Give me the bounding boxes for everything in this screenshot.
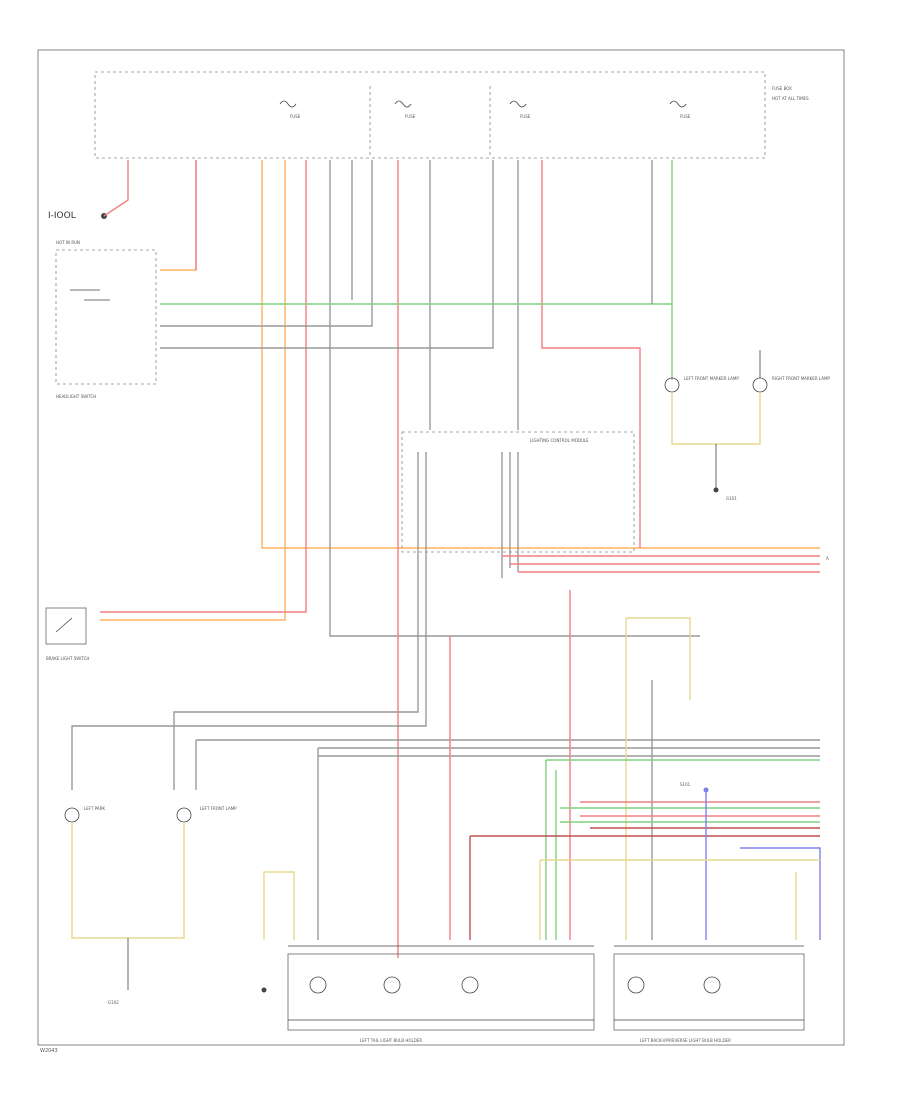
- fuse-1: FUSE: [279, 100, 301, 119]
- wire-blue-bus: [740, 847, 821, 940]
- wire-gray-1: [329, 160, 700, 637]
- lighting-module-label: LIGHTING CONTROL MODULE: [530, 438, 589, 443]
- switch-contacts: [70, 289, 110, 301]
- wire-orange-brake: [100, 160, 286, 621]
- hot-label: HOT AT ALL TIMES: [772, 96, 809, 101]
- splice-label: S101: [680, 782, 691, 787]
- left-bulb-holder-box: [287, 953, 595, 1031]
- battery-code: I-IOOL: [48, 211, 76, 221]
- wire-switch-feed: [160, 160, 197, 271]
- wire-gray-lower-1: [173, 568, 419, 790]
- left-front-bulb: [176, 807, 192, 823]
- battery-wire: [103, 160, 129, 217]
- left-bracket-ground: [261, 987, 267, 993]
- headlight-switch-label: HEADLIGHT SWITCH: [56, 394, 96, 399]
- wire-green-bus: [560, 807, 820, 823]
- left-bulb-holder-label: LEFT TAIL LIGHT BULB HOLDER: [360, 1038, 422, 1043]
- headlight-switch-top-label: HOT IN RUN: [56, 240, 80, 245]
- reverse-bulb-2: [703, 976, 721, 994]
- wire-green-main: [160, 160, 673, 305]
- fuse-box-dividers: [369, 86, 491, 158]
- left-front-label: LEFT FRONT LAMP: [200, 806, 237, 811]
- rf-lamp-bulb: [752, 377, 768, 393]
- ground-label-2: G102: [108, 1000, 119, 1005]
- fuse-3: FUSE: [509, 100, 531, 119]
- fuse-box-label: FUSE BOX: [772, 86, 792, 91]
- wire-gray-lower-2: [71, 568, 427, 790]
- tail-bulb-1: [309, 976, 327, 994]
- wire-gray-4: [160, 160, 494, 349]
- rf-lamp-label: RIGHT FRONT MARKER LAMP: [772, 376, 830, 381]
- right-bulb-holder-label: LEFT BACK-UP/REVERSE LIGHT BULB HOLDER: [640, 1038, 731, 1043]
- brake-switch-contact: [55, 617, 73, 633]
- ground-label-1: G101: [726, 496, 737, 501]
- wire-yellow-right: [626, 617, 691, 700]
- wire-gray-lower-bus: [196, 739, 820, 757]
- fuse-2: FUSE: [394, 100, 416, 119]
- wire-red-bus-2: [580, 801, 820, 817]
- fuse-4: FUSE: [669, 100, 691, 119]
- splice-point: [703, 787, 709, 793]
- left-park-label: LEFT PARK: [84, 806, 105, 811]
- lf-lamp-bulb: [664, 377, 680, 393]
- wire-yellow-bracket: [263, 871, 295, 940]
- tail-bulb-2: [383, 976, 401, 994]
- fuse-3-label: FUSE: [520, 114, 531, 119]
- fuse-box: [94, 71, 766, 159]
- footer-code: W2043: [40, 1048, 58, 1054]
- wire-red-right: [541, 160, 641, 548]
- fuse-4-label: FUSE: [680, 114, 691, 119]
- fuse-2-label: FUSE: [405, 114, 416, 119]
- front-ground-point: [713, 487, 719, 493]
- wire-gray-3: [160, 160, 373, 327]
- right-bulb-holder-box: [613, 953, 805, 1031]
- brake-switch-box: [45, 607, 87, 645]
- wire-orange-main: [261, 160, 820, 549]
- reverse-bulb-1: [627, 976, 645, 994]
- wire-red-brake: [100, 160, 307, 613]
- wire-yellow-left-ground: [71, 822, 185, 939]
- wire-red-right-bus: [502, 555, 820, 573]
- diagram-frame: [37, 49, 845, 1046]
- brake-switch-label: BRAKE LIGHT SWITCH: [46, 656, 89, 661]
- left-park-bulb: [64, 807, 80, 823]
- wire-yellow-bus: [539, 859, 820, 940]
- wire-yellow-front-ground: [671, 392, 761, 445]
- wire-green-right-1: [546, 759, 820, 940]
- module-internal-wires: [417, 452, 519, 578]
- headlight-switch-box: [55, 249, 157, 385]
- tail-bulb-3: [461, 976, 479, 994]
- fuse-1-label: FUSE: [290, 114, 301, 119]
- connector-right-1: A: [826, 556, 829, 561]
- lf-lamp-label: LEFT FRONT MARKER LAMP: [684, 376, 739, 381]
